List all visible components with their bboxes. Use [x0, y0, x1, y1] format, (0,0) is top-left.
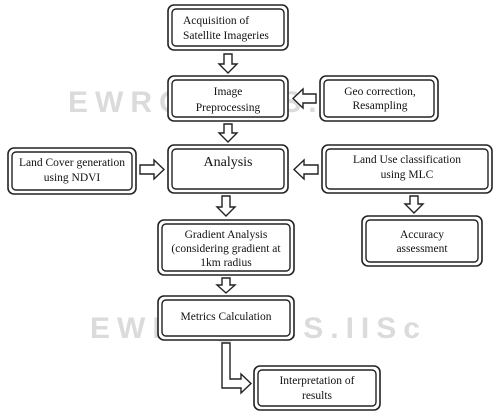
preprocessing-box: Image Preprocessing [167, 75, 289, 122]
geo-correction-line-2: Resampling [353, 100, 408, 112]
gradient-box: Gradient Analysis (considering gradient … [157, 219, 295, 276]
geo-correction-box: Geo correction, Resampling [319, 75, 439, 122]
land-use-line-2: using MLC [381, 169, 434, 181]
analysis-label: Analysis [204, 155, 253, 170]
arrow-landuse-to-analysis [292, 158, 319, 181]
arrow-preprocessing-to-analysis [217, 123, 239, 143]
arrow-analysis-to-gradient [215, 195, 237, 217]
arrow-acquisition-to-preprocessing [217, 53, 239, 74]
geo-correction-line-1: Geo correction, [344, 86, 416, 98]
land-use-line-1: Land Use classification [353, 154, 461, 166]
accuracy-line-2: assessment [396, 243, 448, 255]
arrow-landcover-to-analysis [139, 158, 166, 181]
accuracy-box: Accuracy assessment [361, 215, 483, 267]
preprocessing-line-2: Preprocessing [196, 102, 261, 114]
gradient-line-2: (considering gradient at [171, 243, 281, 255]
arrow-geo-to-preprocessing [291, 87, 317, 110]
land-cover-box: Land Cover generation using NDVI [7, 147, 137, 195]
interpretation-line-2: results [302, 390, 333, 402]
metrics-box: Metrics Calculation [157, 295, 295, 341]
arrow-landuse-to-accuracy [403, 195, 425, 214]
accuracy-line-1: Accuracy [400, 229, 444, 241]
gradient-line-3: 1km radius [200, 257, 252, 269]
land-cover-line-2: using NDVI [44, 172, 101, 184]
acquisition-line-1: Acquisition of [183, 15, 249, 27]
acquisition-line-2: Satellite Imageries [183, 30, 269, 42]
acquisition-box: Acquisition of Satellite Imageries [167, 4, 289, 51]
interpretation-box: Interpretation of results [253, 365, 381, 411]
analysis-box: Analysis [167, 144, 289, 194]
gradient-line-1: Gradient Analysis [185, 229, 268, 241]
arrow-metrics-to-interpretation [221, 342, 253, 395]
metrics-label: Metrics Calculation [180, 311, 271, 323]
land-cover-line-1: Land Cover generation [19, 157, 125, 169]
interpretation-line-1: Interpretation of [279, 375, 354, 387]
arrow-gradient-to-metrics [215, 277, 237, 294]
land-use-box: Land Use classification using MLC [321, 144, 493, 194]
preprocessing-line-1: Image [214, 86, 243, 98]
